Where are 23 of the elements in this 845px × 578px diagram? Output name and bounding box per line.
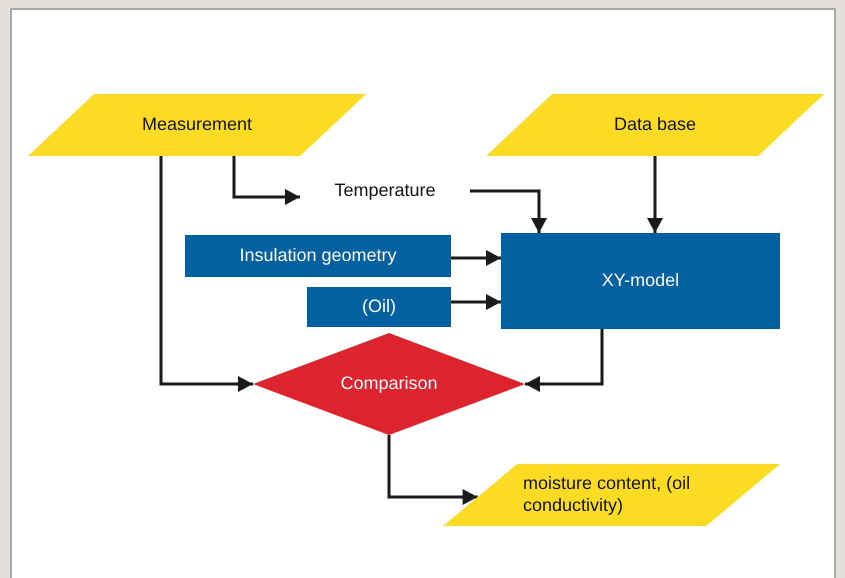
data-parallelogram (443, 464, 780, 526)
arrow (451, 250, 501, 266)
node-label: (Oil) (362, 296, 396, 318)
process-box (307, 287, 451, 327)
data-parallelogram (486, 94, 824, 156)
node-label: Data base (614, 114, 696, 136)
arrow (232, 156, 300, 205)
node-label: Measurement (142, 114, 252, 136)
node-label: Comparison (340, 373, 438, 395)
arrow (647, 156, 663, 233)
process-box (501, 233, 780, 329)
arrow (160, 156, 253, 392)
arrow (388, 435, 478, 505)
arrow (470, 190, 547, 233)
decision-diamond (253, 333, 525, 435)
arrow (451, 294, 501, 310)
node-label: Insulation geometry (239, 245, 397, 267)
node-label: moisture content, (oil conductivity) (523, 473, 692, 517)
data-parallelogram (28, 94, 366, 156)
node-label: XY-model (602, 270, 680, 292)
arrow (525, 329, 604, 392)
node-label: Temperature (334, 180, 436, 202)
process-box (185, 235, 451, 277)
